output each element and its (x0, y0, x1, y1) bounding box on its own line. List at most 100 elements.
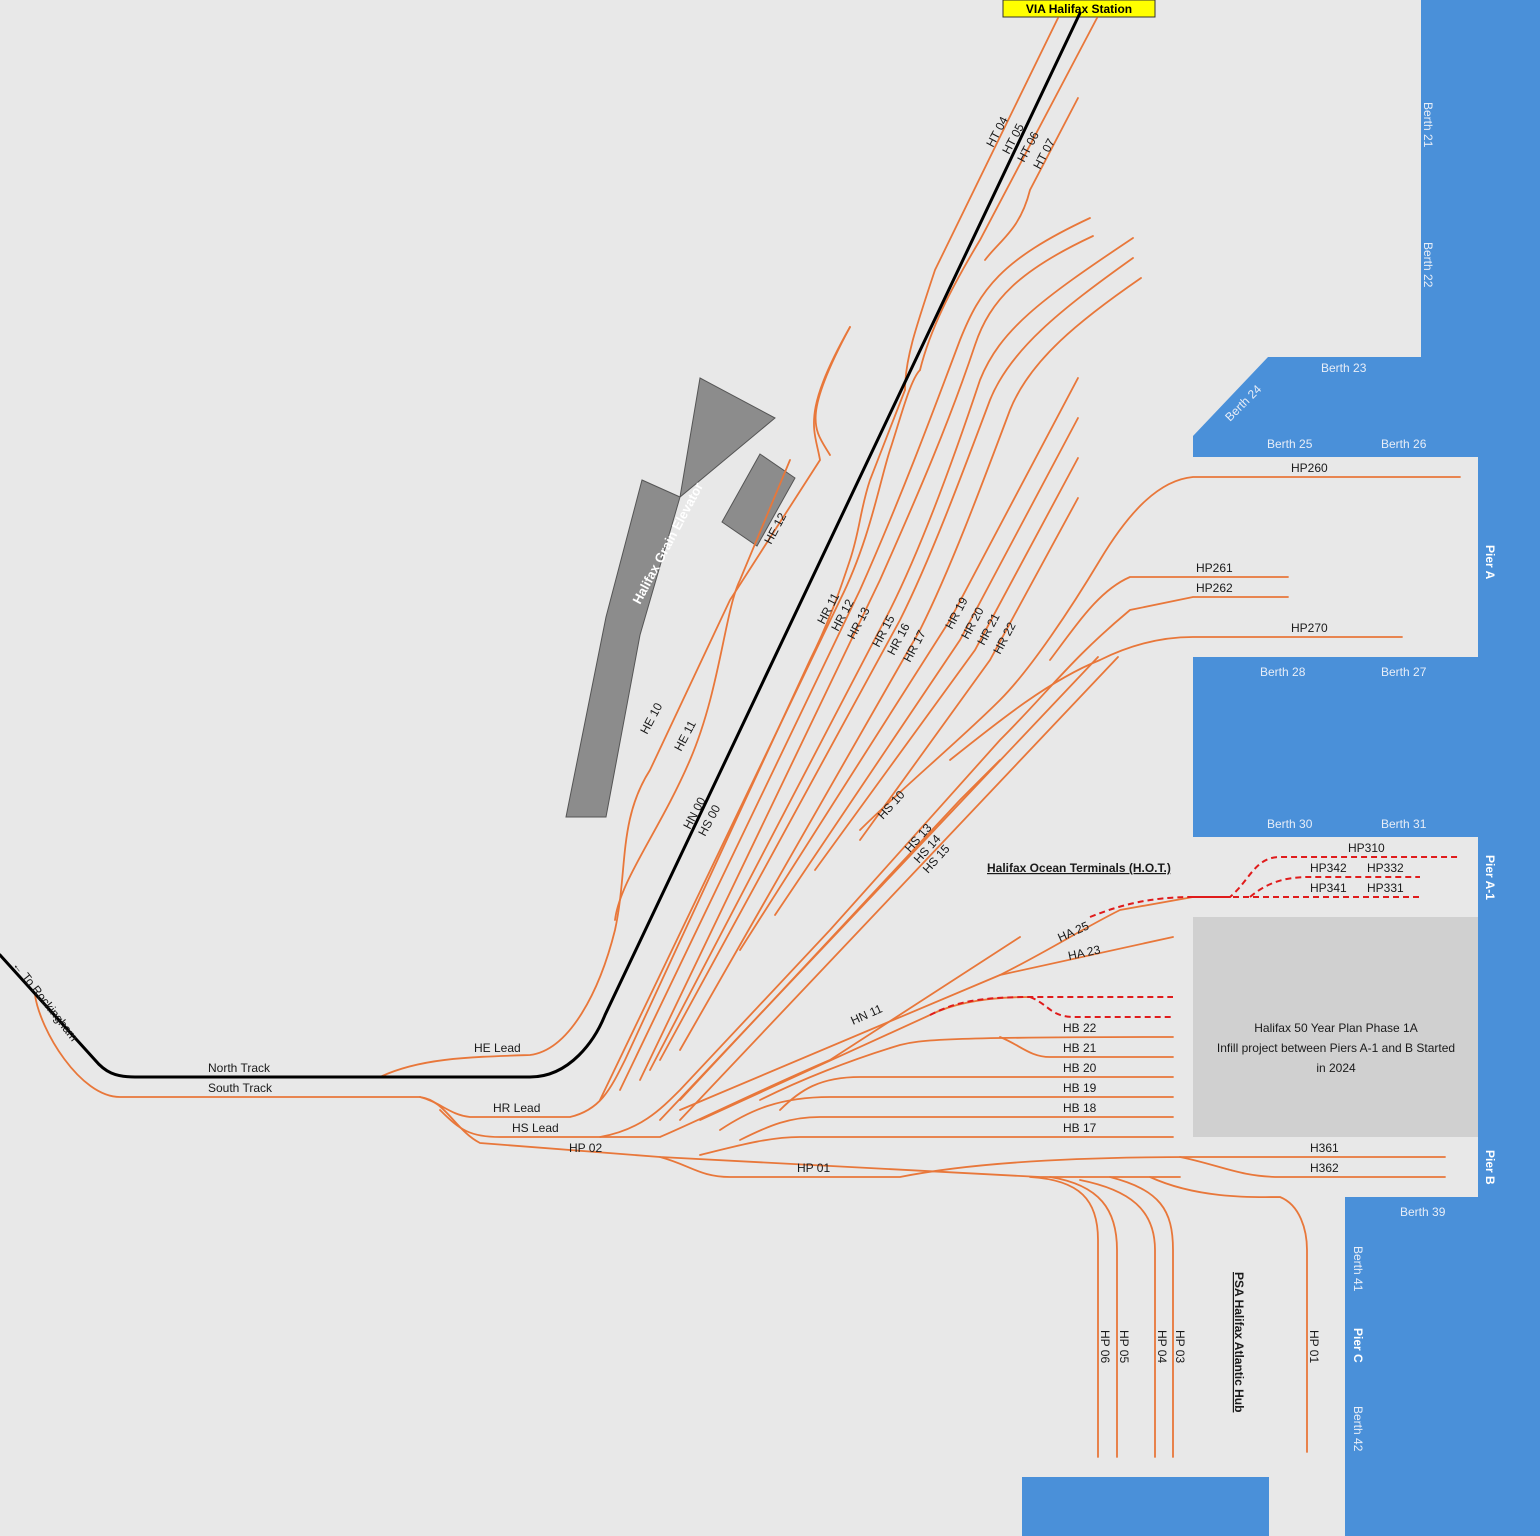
he-11-track (614, 459, 791, 921)
hp262-label: HP262 (1196, 581, 1233, 595)
planned-infill-1 (929, 996, 1173, 1016)
station-label: VIA Halifax Station (1026, 2, 1132, 16)
berth-22-label: Berth 22 (1421, 242, 1435, 288)
south-track-label: South Track (208, 1081, 273, 1095)
hs-15-track (679, 759, 1001, 1101)
he-10-label: HE 10 (637, 700, 665, 736)
hp-01-vertical-track (1149, 1176, 1308, 1453)
hn-11-label: HN 11 (849, 1001, 885, 1027)
water-berth-39-42 (1345, 1197, 1540, 1477)
hb-20-label: HB 20 (1063, 1061, 1097, 1075)
hb-21-track (999, 1036, 1174, 1058)
hr-17-track (679, 277, 1142, 1051)
hr-11-track (599, 369, 921, 1101)
hp-06-label: HP 06 (1098, 1330, 1112, 1363)
hp270-label: HP270 (1291, 621, 1328, 635)
hp-03-label: HP 03 (1173, 1330, 1187, 1363)
hp-05-label: HP 05 (1117, 1330, 1131, 1363)
hs-10-label: HS 10 (875, 788, 908, 822)
he-lead-track (379, 326, 851, 1078)
berth-21-label: Berth 21 (1421, 102, 1435, 148)
planned-tracks (929, 856, 1460, 1018)
berth-39-label: Berth 39 (1400, 1205, 1446, 1219)
pier-a-land (1193, 457, 1478, 657)
hs-lead-track (439, 596, 1289, 1138)
hr-13-track (639, 235, 1094, 1081)
hb-19-track (719, 1096, 1174, 1131)
hot-label: Halifax Ocean Terminals (H.O.T.) (987, 861, 1171, 875)
hb-20-track (779, 1076, 1174, 1111)
berth-30-label: Berth 30 (1267, 817, 1313, 831)
berth-25-label: Berth 25 (1267, 437, 1313, 451)
hb-18-label: HB 18 (1063, 1101, 1097, 1115)
hp-06-track (1029, 1176, 1099, 1458)
hr-19-track (739, 377, 1079, 951)
h362-track (1179, 1156, 1446, 1178)
hp-02-track (599, 936, 1021, 1138)
grain-elevator-annex (721, 453, 796, 547)
hp332-label: HP332 (1367, 861, 1404, 875)
hp341-label: HP341 (1310, 881, 1347, 895)
north-mainline (0, 11, 1082, 1079)
ht-07-track (984, 97, 1079, 261)
hr-21-track (814, 457, 1079, 871)
water-berth-27-31 (1193, 657, 1478, 837)
infill-line-1: Halifax 50 Year Plan Phase 1A (1254, 1021, 1417, 1035)
berth-23-label: Berth 23 (1321, 361, 1367, 375)
pier-b-land (1193, 1137, 1478, 1197)
hb-22-track (759, 1036, 1174, 1101)
hp342-label: HP342 (1310, 861, 1347, 875)
hp260-label: HP260 (1291, 461, 1328, 475)
planned-hp332 (1249, 876, 1420, 898)
berth-31-label: Berth 31 (1381, 817, 1427, 831)
hr-16-track (659, 257, 1134, 1061)
hb-17-track (699, 1136, 1174, 1156)
hp270-track (949, 636, 1403, 761)
hr-lead-label: HR Lead (493, 1101, 540, 1115)
infill-line-2: Infill project between Piers A-1 and B S… (1217, 1041, 1455, 1055)
hp261-label: HP261 (1196, 561, 1233, 575)
hp261-track (1049, 576, 1289, 661)
hp310-label: HP310 (1348, 841, 1385, 855)
he-12-track (814, 326, 851, 456)
hr-lead-track (419, 389, 906, 1118)
pier-b-label: Pier B (1483, 1150, 1497, 1185)
ha-23-track (999, 936, 1174, 976)
water-areas (1022, 0, 1540, 1536)
yard-tracks (34, 17, 1461, 1458)
hp-04-track (1079, 1179, 1156, 1458)
hp-01-track (659, 1156, 1446, 1178)
hb-22-label: HB 22 (1063, 1021, 1097, 1035)
hb-18-track (739, 1116, 1174, 1141)
hp-03-track (1109, 1176, 1174, 1458)
hs-lead-label: HS Lead (512, 1121, 559, 1135)
berth-28-label: Berth 28 (1260, 665, 1306, 679)
infill-area (1193, 917, 1478, 1137)
hr-15-track (649, 237, 1134, 1071)
pier-labels: Pier A Pier A-1 Pier B Pier C (1351, 545, 1497, 1363)
hp331-label: HP331 (1367, 881, 1404, 895)
berth-42-label: Berth 42 (1351, 1406, 1365, 1452)
pier-a1-label: Pier A-1 (1483, 855, 1497, 900)
hr-20-track (774, 417, 1079, 916)
infill-description: Halifax 50 Year Plan Phase 1A Infill pro… (1217, 1021, 1455, 1075)
hb-17-label: HB 17 (1063, 1121, 1097, 1135)
pier-a-label: Pier A (1483, 545, 1497, 580)
hp-05-track (1049, 1176, 1118, 1458)
hp-04-label: HP 04 (1155, 1330, 1169, 1363)
berth-41-label: Berth 41 (1351, 1246, 1365, 1292)
hb-19-label: HB 19 (1063, 1081, 1097, 1095)
ha-25-label: HA 25 (1056, 919, 1092, 945)
water-south-east (1345, 1477, 1540, 1536)
water-berth-21-22 (1421, 0, 1540, 357)
planned-infill-2 (1029, 996, 1173, 1018)
direction-label: ← To Rockingham (10, 958, 81, 1044)
hs-10-track (859, 476, 1461, 831)
he-lead-label: HE Lead (474, 1041, 521, 1055)
south-track (34, 994, 1181, 1178)
hr-12-track (619, 217, 1091, 1091)
infill-line-3: in 2024 (1316, 1061, 1356, 1075)
h361-label: H361 (1310, 1141, 1339, 1155)
hb-21-label: HB 21 (1063, 1041, 1097, 1055)
